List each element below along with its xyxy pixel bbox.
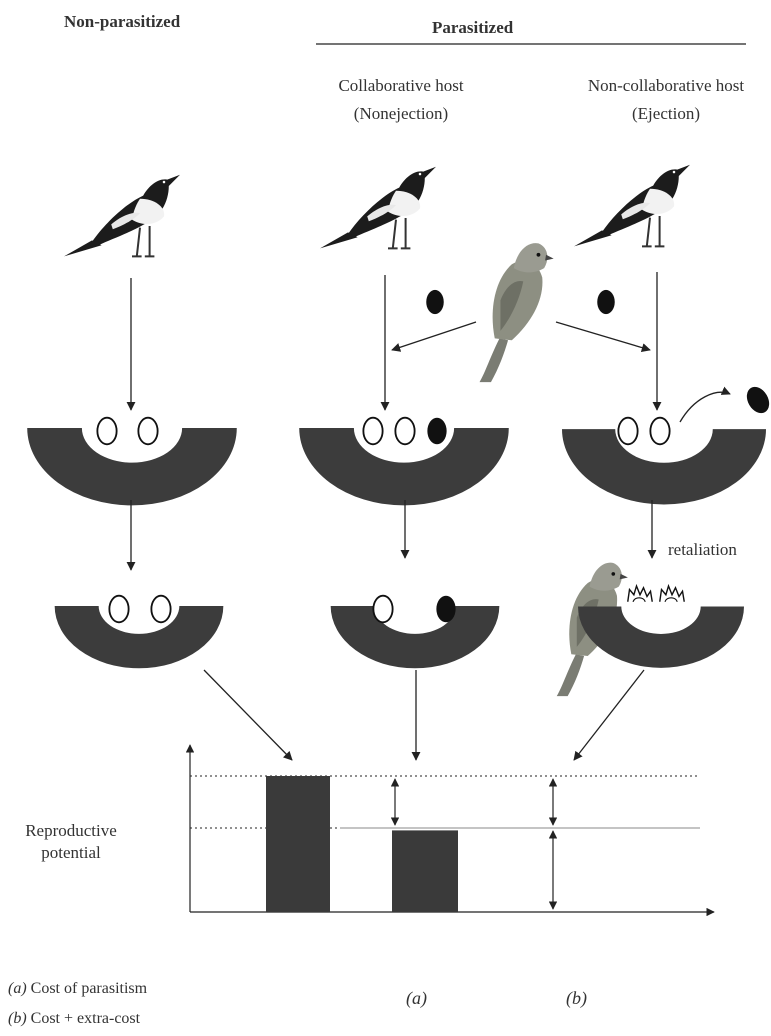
egg-icon — [373, 596, 392, 623]
arrow — [392, 322, 476, 350]
arrow — [574, 670, 644, 760]
cuckoo-icon — [480, 243, 554, 382]
broken-egg-icon — [628, 586, 653, 602]
nest-icon — [578, 607, 744, 668]
egg-icon — [597, 290, 615, 314]
egg-icon — [363, 418, 382, 445]
egg-icon — [109, 596, 128, 623]
nest-icon — [27, 428, 237, 505]
egg-icon — [436, 596, 455, 623]
egg-icon — [97, 418, 116, 445]
nest-icon — [331, 606, 500, 668]
arrow — [556, 322, 650, 350]
nest-icon — [55, 606, 224, 668]
bar-parasitized-a — [392, 830, 458, 912]
arrow — [204, 670, 292, 760]
magpie-icon — [320, 167, 436, 249]
egg-icon — [138, 418, 157, 445]
bar-non-parasitized — [266, 776, 330, 912]
egg-icon — [395, 418, 414, 445]
chart — [190, 745, 714, 912]
egg-icon — [427, 418, 446, 445]
ejection-arrow — [680, 392, 730, 422]
ejected-egg-icon — [742, 383, 771, 417]
magpie-icon — [574, 165, 690, 247]
egg-icon — [618, 418, 637, 445]
magpie-icon — [64, 175, 180, 257]
egg-icon — [426, 290, 444, 314]
egg-icon — [650, 418, 669, 445]
broken-egg-icon — [660, 586, 685, 602]
egg-icon — [151, 596, 170, 623]
